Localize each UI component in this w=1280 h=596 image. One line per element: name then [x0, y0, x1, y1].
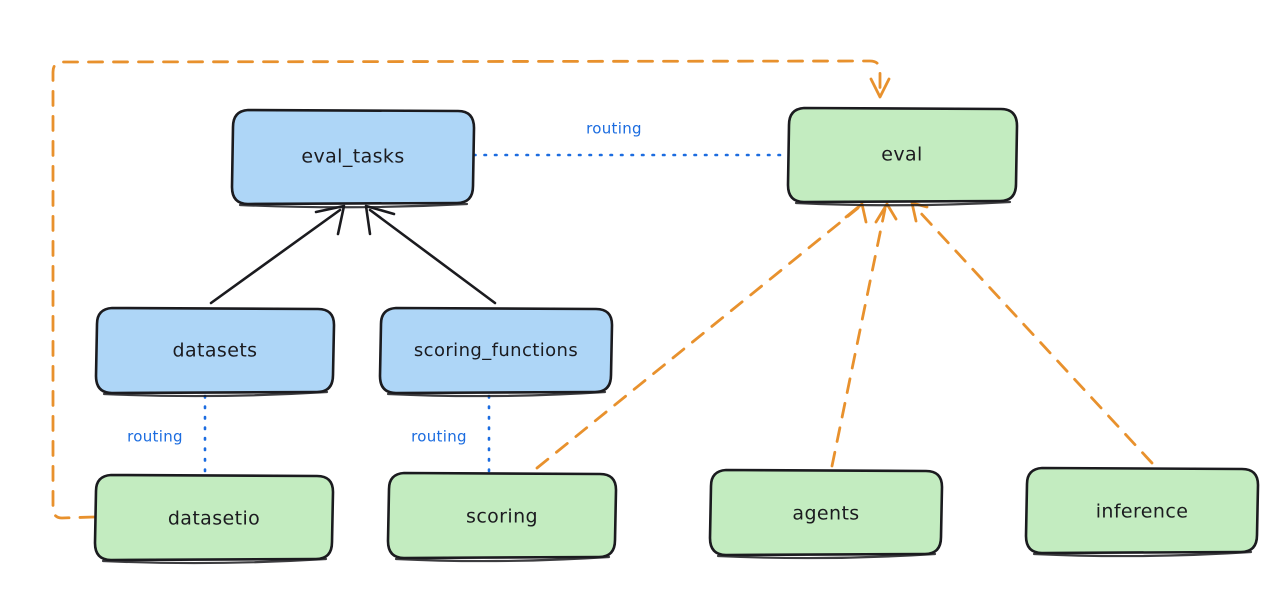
edge-agents-to-eval — [830, 202, 898, 468]
node-eval[interactable]: eval — [786, 106, 1019, 207]
node-label-eval: eval — [881, 144, 922, 166]
node-label-scoring: scoring — [466, 506, 538, 528]
edge-datasets-to-eval-tasks — [209, 204, 346, 305]
edge-scoring-functions-to-eval-tasks — [364, 204, 497, 305]
node-label-datasets: datasets — [173, 340, 258, 362]
node-label-inference: inference — [1096, 501, 1189, 523]
edge-scoring-functions-to-scoring: routing — [411, 394, 491, 473]
edge-datasets-to-datasetio: routing — [127, 394, 207, 475]
node-label-agents: agents — [792, 503, 859, 525]
node-scoring[interactable]: scoring — [386, 471, 618, 563]
node-label-eval-tasks: eval_tasks — [301, 146, 404, 168]
node-inference[interactable]: inference — [1024, 466, 1260, 558]
node-datasets[interactable]: datasets — [94, 306, 336, 398]
node-eval-tasks[interactable]: eval_tasks — [230, 108, 476, 209]
edge-eval-tasks-to-eval: routing — [472, 120, 788, 157]
edge-label-routing-datasets: routing — [127, 428, 183, 446]
node-label-scoring-functions: scoring_functions — [414, 340, 578, 361]
node-scoring-functions[interactable]: scoring_functions — [378, 306, 614, 398]
edge-inference-to-eval — [910, 201, 1154, 465]
edge-label-routing-scoring-functions: routing — [411, 428, 467, 446]
node-label-datasetio: datasetio — [168, 508, 260, 530]
node-agents[interactable]: agents — [708, 468, 944, 560]
edge-label-routing-top: routing — [586, 120, 642, 138]
node-datasetio[interactable]: datasetio — [93, 473, 335, 565]
edge-datasetio-to-eval — [51, 59, 891, 520]
